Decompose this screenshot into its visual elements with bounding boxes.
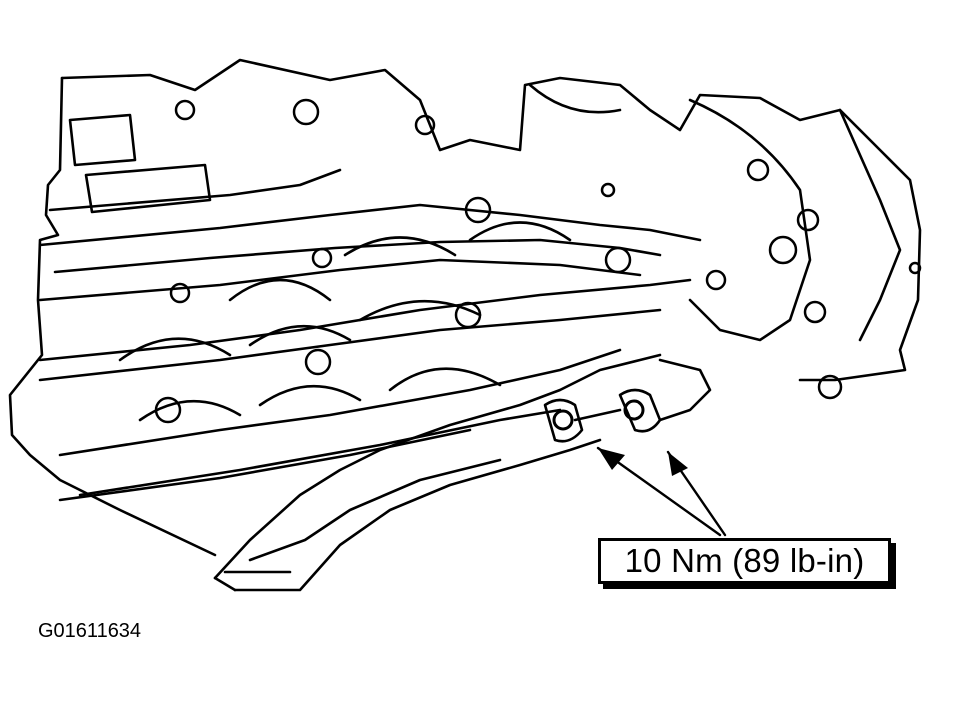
figure-id: G01611634 [38, 620, 142, 642]
torque-spec-label: 10 Nm (89 lb-in) [624, 542, 865, 579]
torque-spec-callout: 10 Nm (89 lb-in) [598, 538, 891, 584]
engine-block-outline [60, 58, 922, 382]
oil-pickup-tube [213, 353, 662, 580]
